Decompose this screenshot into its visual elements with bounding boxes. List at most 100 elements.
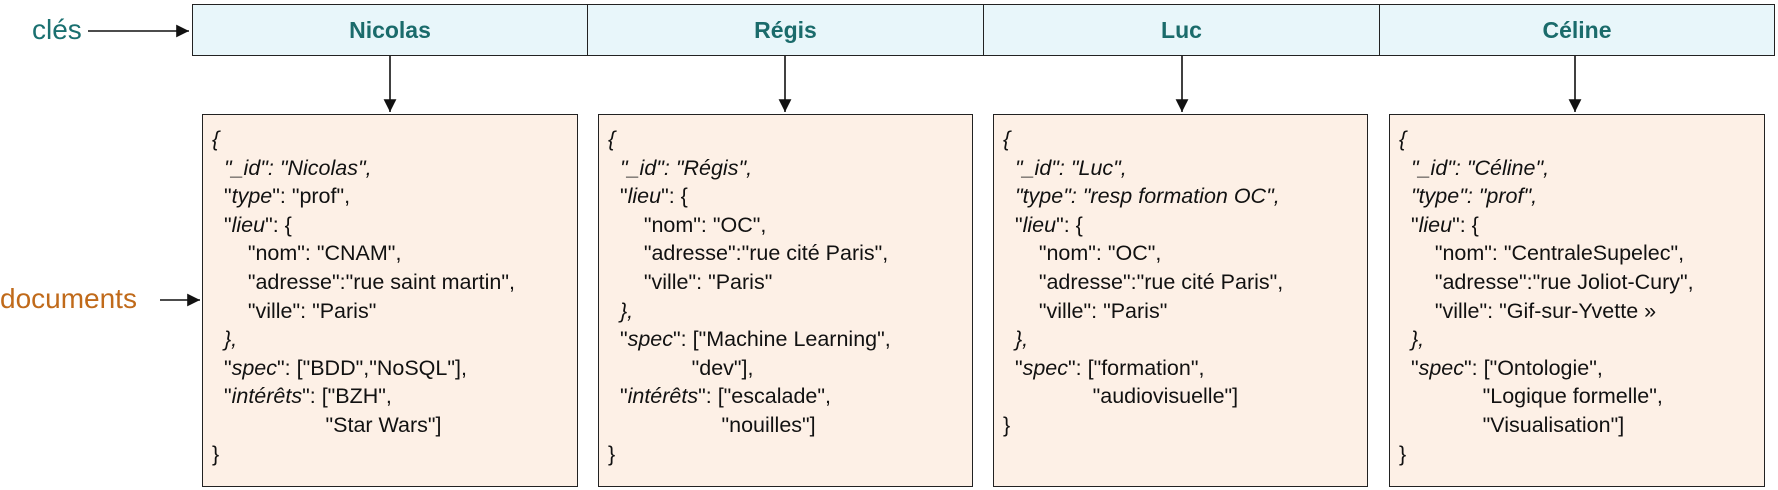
document-text: ": { [1056,212,1083,237]
document-line: { [212,125,577,154]
document-line: "type": "prof", [1399,182,1764,211]
document-line: "adresse":"rue cité Paris", [608,239,972,268]
document-line: "nom": "OC", [608,211,972,240]
document-text: " [212,384,232,409]
document-line: "_id": "Luc", [1003,154,1367,183]
document-line: }, [1003,325,1367,354]
document-text: intérêts [231,384,303,409]
document-line: "spec": ["Ontologie", [1399,354,1764,383]
document-text: " [212,212,232,237]
document-line: }, [1399,325,1764,354]
document-text: ": ["BZH", [302,384,392,409]
document-celine: { "_id": "Céline", "type": "prof", "lieu… [1389,114,1765,487]
document-text: spec [627,327,674,352]
document-text: " [1003,212,1023,237]
document-text: ": { [265,212,292,237]
document-text: "Visualisation"] [1399,412,1625,437]
document-text: " [608,384,628,409]
document-text: "dev"], [608,355,754,380]
document-text: "_id": "Régis", [619,155,753,180]
document-text: } [1003,412,1011,437]
document-text: "ville": "Paris" [212,298,377,323]
document-text: "_id": "Nicolas", [223,155,372,180]
document-text: }, [1410,327,1425,352]
document-line: "type": "prof", [212,182,577,211]
document-line: } [1003,411,1367,440]
document-text: } [608,441,616,466]
key-cell-luc: Luc [983,4,1380,56]
document-line: "nouilles"] [608,411,972,440]
document-text [1003,327,1015,351]
document-line: "nom": "CentraleSupelec", [1399,239,1764,268]
document-text: "nom": "CNAM", [212,241,402,266]
document-text: "ville": "Paris" [608,269,773,294]
document-line: "lieu": { [212,211,577,240]
document-line: "ville": "Paris" [1003,297,1367,326]
document-text: "nouilles"] [608,412,816,437]
document-text: " [1399,212,1419,237]
document-text: " [212,184,232,209]
document-line: "adresse":"rue saint martin", [212,268,577,297]
document-text: ": ["escalade", [698,384,831,409]
document-line: } [212,440,577,469]
document-text: lieu [627,184,662,209]
document-line: "ville": "Gif-sur-Yvette » [1399,297,1764,326]
document-text: "nom": "OC", [608,212,767,237]
document-line: }, [608,297,972,326]
document-luc: { "_id": "Luc", "type": "resp formation … [993,114,1368,487]
document-line: "audiovisuelle"] [1003,382,1367,411]
document-line: }, [212,325,577,354]
document-line: "intérêts": ["escalade", [608,382,972,411]
document-line: "dev"], [608,354,972,383]
document-line: "spec": ["formation", [1003,354,1367,383]
document-text: { [212,127,220,151]
document-text: { [1399,127,1407,151]
document-text: } [1399,441,1407,466]
documents-label: documents [0,283,137,314]
document-text: " [608,184,628,209]
document-text: "type": "prof", [1410,184,1538,209]
document-text: ": ["Machine Learning", [673,327,891,352]
document-text: spec [231,355,278,380]
document-line: "lieu": { [1003,211,1367,240]
document-text: }, [619,298,634,323]
document-text: { [608,127,616,151]
document-text [1399,184,1411,208]
document-text: "nom": "CentraleSupelec", [1399,241,1685,266]
document-text: " [1399,355,1419,380]
document-line: { [1003,125,1367,154]
document-text: "ville": "Paris" [1003,298,1168,323]
document-text [1003,184,1015,208]
document-text: lieu [1022,212,1057,237]
document-line: "adresse":"rue Joliot-Cury", [1399,268,1764,297]
document-line: { [608,125,972,154]
document-text [212,156,224,180]
document-text: " [608,327,628,352]
document-text [212,327,224,351]
document-nicolas: { "_id": "Nicolas", "type": "prof", "lie… [202,114,578,487]
document-line: "lieu": { [1399,211,1764,240]
document-text: }, [1014,327,1029,352]
document-line: "nom": "OC", [1003,239,1367,268]
document-line: "Visualisation"] [1399,411,1764,440]
document-line: } [1399,440,1764,469]
document-line: { [1399,125,1764,154]
document-text: "Logique formelle", [1399,384,1663,409]
document-text: lieu [231,212,266,237]
document-text: ": ["formation", [1068,355,1205,380]
document-text: "adresse":"rue cité Paris", [608,241,889,266]
document-line: "Star Wars"] [212,411,577,440]
document-line: "_id": "Céline", [1399,154,1764,183]
document-line: "_id": "Régis", [608,154,972,183]
document-text: ": { [1452,212,1479,237]
document-text: "adresse":"rue Joliot-Cury", [1399,269,1694,294]
document-line: "_id": "Nicolas", [212,154,577,183]
document-text: "ville": "Gif-sur-Yvette » [1399,298,1657,323]
document-text: "adresse":"rue cité Paris", [1003,269,1284,294]
document-line: "ville": "Paris" [212,297,577,326]
document-text: spec [1022,355,1069,380]
document-text [1399,156,1411,180]
document-line: "adresse":"rue cité Paris", [1003,268,1367,297]
document-text [608,156,620,180]
